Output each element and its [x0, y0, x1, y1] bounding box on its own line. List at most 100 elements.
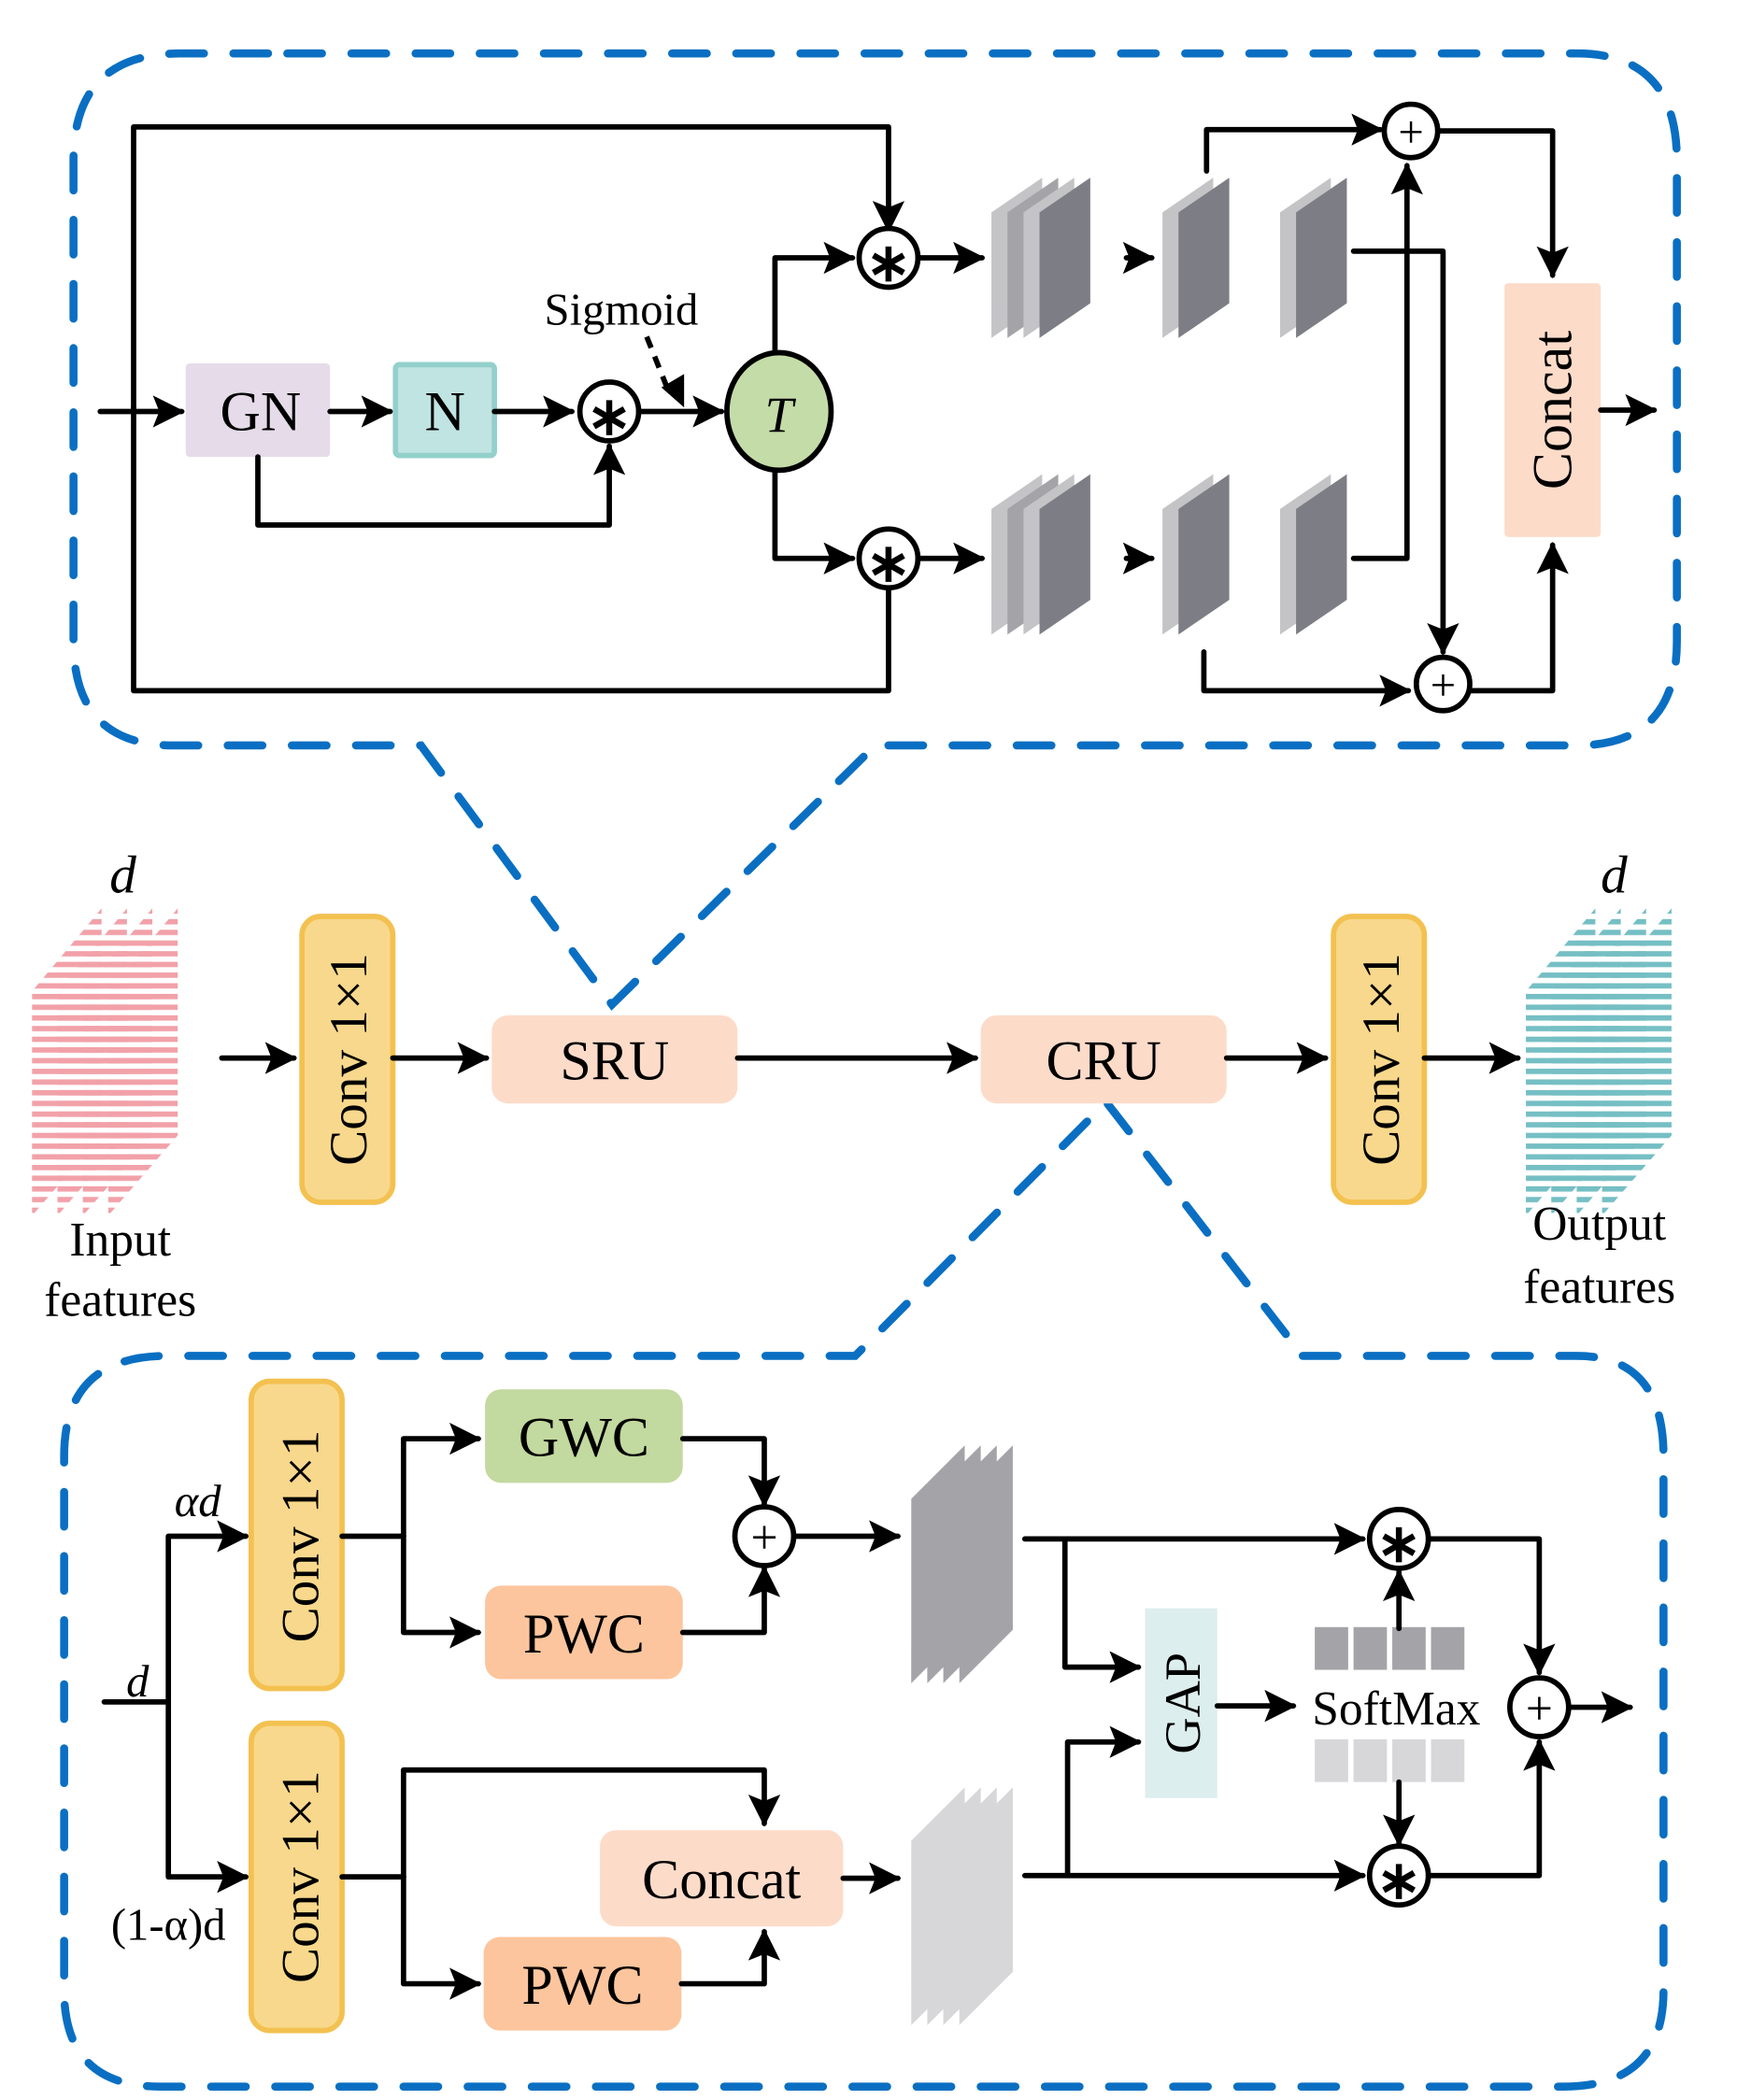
feature-map-sheet — [1296, 177, 1347, 338]
sigmoid-arrowhead — [661, 374, 685, 408]
pwc-top-label: PWC — [523, 1602, 645, 1665]
weight-cell — [1353, 1738, 1388, 1782]
softmax-weights-top — [1315, 1626, 1465, 1670]
multiply-icon: ∗ — [1376, 1852, 1421, 1910]
sigmoid-dashed-arrow — [644, 335, 671, 391]
y1-to-gap-arrow — [1061, 1536, 1142, 1683]
sru-multiply-bottom: ∗ — [856, 526, 921, 593]
conv-in-block: Conv 1×1 — [299, 914, 396, 1205]
sru-block[interactable]: SRU — [491, 1015, 738, 1104]
sru-multiply-top: ∗ — [856, 225, 921, 292]
pwc-bottom-block: PWC — [483, 1937, 682, 2031]
gn-skip-line — [255, 443, 626, 528]
feature-stack-bottom-2a — [1162, 474, 1230, 635]
feature-map-sheet — [1178, 474, 1230, 635]
n-label: N — [425, 379, 465, 442]
multiply-icon: ∗ — [866, 234, 911, 292]
conv-in-label: Conv 1×1 — [320, 953, 378, 1166]
weight-cell — [1431, 1738, 1465, 1782]
cru-concat-label: Concat — [642, 1848, 801, 1910]
cru-detail: d αd (1-α)d Conv 1×1 Conv 1×1 GWC PWC — [101, 1378, 1634, 2034]
t-upper-branch — [772, 241, 856, 356]
cru-block[interactable]: CRU — [980, 1015, 1227, 1104]
weight-cell — [1392, 1738, 1426, 1782]
input-dim-label: d — [109, 845, 136, 904]
feature-map-sheet — [959, 1445, 1013, 1683]
add-icon: + — [1398, 106, 1423, 157]
sru-add-top: + — [1381, 101, 1441, 161]
feature-stack-top-4 — [991, 177, 1090, 338]
weight-cell — [1315, 1738, 1348, 1782]
mul-bottom-to-add-arrow — [1425, 1738, 1556, 1879]
input-features-label-1: Input — [69, 1213, 171, 1267]
add-top-to-concat — [1434, 128, 1569, 279]
cru-add-upper: + — [732, 1504, 797, 1568]
add-icon: + — [1431, 660, 1456, 710]
softmax-label: SoftMax — [1312, 1682, 1480, 1736]
pwc-to-concat-arrow — [678, 1928, 781, 1987]
main-pipeline: d Input features Conv 1×1 SRU CRU Conv 1… — [32, 845, 1675, 1327]
t-label: T — [765, 387, 797, 443]
cru-multiply-top: ∗ — [1366, 1507, 1431, 1574]
gwc-to-add-arrow — [679, 1436, 781, 1508]
gap-block: GAP — [1145, 1608, 1217, 1798]
y2-to-gap-arrow — [1064, 1725, 1142, 1879]
weight-cell — [1353, 1626, 1388, 1670]
feature-map-sheet — [1602, 908, 1672, 1216]
feature-stack-bottom-4 — [991, 474, 1090, 635]
feature-map-sheet — [1039, 474, 1090, 635]
cru-concat-block: Concat — [600, 1830, 844, 1927]
conv-out-label: Conv 1×1 — [1352, 953, 1411, 1166]
sru-label: SRU — [560, 1029, 669, 1091]
feature-map-sheet — [959, 1787, 1013, 2025]
gn-block: GN — [185, 362, 331, 458]
output-features-stack — [1526, 908, 1672, 1216]
cru-add-final: + — [1507, 1675, 1572, 1739]
weight-cell — [1315, 1626, 1348, 1670]
n-block: N — [392, 362, 497, 459]
bottom-b-to-add-top — [1350, 162, 1423, 561]
output-features-label-2: features — [1523, 1260, 1675, 1313]
cru-label: CRU — [1046, 1029, 1160, 1091]
multiply-icon: ∗ — [1376, 1515, 1421, 1574]
feature-y1-stack — [911, 1445, 1013, 1683]
bottom-a-to-add-bottom — [1201, 648, 1412, 707]
sru-detail-outline — [69, 49, 1681, 1011]
pwc-to-add-arrow — [679, 1565, 781, 1636]
alpha-d-label: αd — [175, 1476, 222, 1526]
d-label: d — [126, 1656, 149, 1707]
input-features-label-2: features — [44, 1274, 196, 1327]
weight-cell — [1431, 1626, 1465, 1670]
top-bypass-line — [131, 124, 905, 411]
t-lower-branch — [772, 467, 856, 575]
pwc-bottom-label: PWC — [521, 1953, 643, 2016]
feature-map-sheet — [1178, 177, 1230, 338]
add-icon: + — [750, 1511, 777, 1565]
mul-top-to-add-arrow — [1425, 1536, 1556, 1676]
add-bottom-to-concat — [1467, 542, 1569, 694]
sru-detail: GN N ∗ Sigmoid T ∗ — [97, 101, 1658, 714]
sigmoid-label: Sigmoid — [545, 285, 699, 335]
reuse-to-concat-arrow — [400, 1767, 781, 1880]
softmax-weights-bottom — [1315, 1738, 1465, 1782]
feature-stack-bottom-2b — [1279, 474, 1347, 635]
cru-conv-bottom-label: Conv 1×1 — [271, 1770, 330, 1983]
sru-concat-label: Concat — [1521, 331, 1584, 490]
gwc-block: GWC — [485, 1389, 683, 1483]
top-b-to-add-bottom — [1350, 248, 1459, 656]
multiply-icon: ∗ — [866, 534, 911, 593]
gap-label: GAP — [1155, 1653, 1211, 1754]
feature-map-sheet — [107, 908, 178, 1216]
split-lower-arrow — [165, 1698, 249, 1894]
to-gwc-arrow — [400, 1422, 482, 1540]
cru-multiply-bottom: ∗ — [1366, 1843, 1431, 1910]
threshold-node: T — [724, 349, 834, 474]
feature-stack-top-2a — [1162, 177, 1230, 338]
feature-map-sheet — [1296, 474, 1347, 635]
output-features-label-1: Output — [1532, 1198, 1666, 1251]
output-dim-label: d — [1601, 845, 1628, 904]
cru-detail-outline — [60, 1096, 1668, 2091]
feature-stack-top-2b — [1279, 177, 1347, 338]
one-minus-alpha-d-label: (1-α)d — [111, 1899, 226, 1950]
